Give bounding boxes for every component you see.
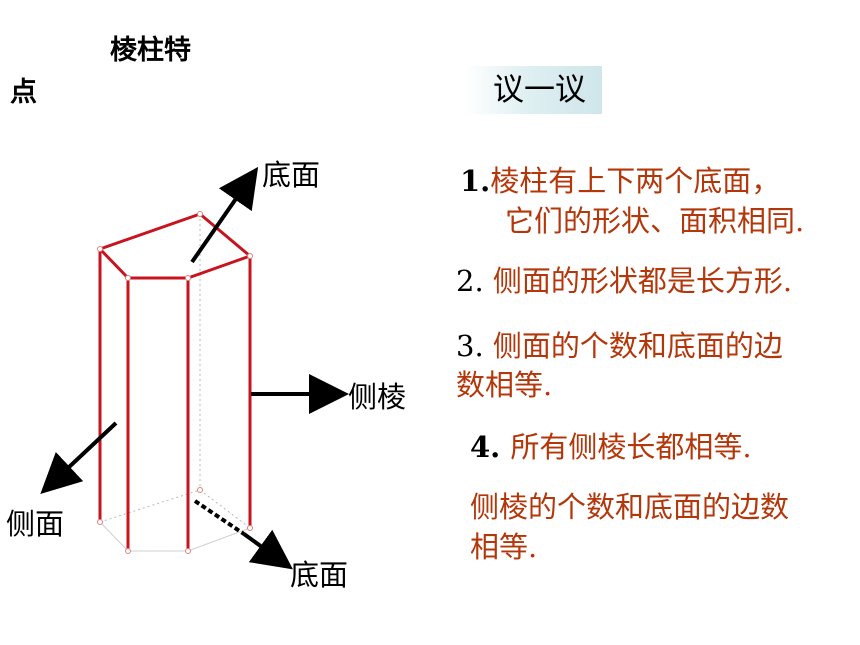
- heading-line1: 棱柱特: [110, 35, 191, 66]
- label-bottom-base: 底面: [290, 558, 349, 592]
- arrow-top-base: [190, 166, 259, 264]
- point-5-text-line1: 侧棱的个数和底面的边数: [470, 490, 790, 524]
- point-1-number: 1.: [460, 164, 491, 198]
- point-2-text: 侧面的形状都是长方形.: [492, 264, 793, 298]
- label-lateral-edge: 侧棱: [348, 380, 407, 414]
- bottom-base-edges: [99, 521, 251, 552]
- vertex-dots: [97, 211, 253, 554]
- label-top-base: 底面: [262, 158, 321, 192]
- hidden-edges: [99, 214, 251, 529]
- point-2-number: 2.: [456, 264, 493, 298]
- point-1-text-line1: 棱柱有上下两个底面，: [490, 164, 781, 198]
- prism-edges: [98, 212, 252, 551]
- point-4-number: 4.: [470, 430, 511, 464]
- point-4: 4. 所有侧棱长都相等.: [470, 424, 752, 466]
- point-4-text: 所有侧棱长都相等.: [510, 430, 752, 464]
- label-lateral-face: 侧面: [6, 507, 65, 541]
- discuss-badge: 议一议: [465, 66, 602, 114]
- arrow-lateral-face: [40, 421, 118, 494]
- point-1-line1: 1.棱柱有上下两个底面，: [460, 158, 780, 200]
- point-3-line1: 3. 侧面的个数和底面的边: [456, 323, 783, 365]
- point-3-text-line2: 数相等.: [456, 368, 553, 402]
- point-1-text-line2: 它们的形状、面积相同.: [505, 204, 805, 238]
- point-3-number: 3.: [456, 329, 493, 363]
- arrow-bottom-base-dotted: [193, 499, 246, 536]
- point-3-text-line1: 侧面的个数和底面的边: [492, 329, 783, 363]
- heading-line2: 点: [10, 77, 37, 108]
- arrow-bottom-base: [242, 529, 293, 570]
- point-2: 2. 侧面的形状都是长方形.: [456, 258, 792, 300]
- pointer-arrows: [40, 166, 349, 570]
- point-5-text-line2: 相等.: [470, 530, 538, 564]
